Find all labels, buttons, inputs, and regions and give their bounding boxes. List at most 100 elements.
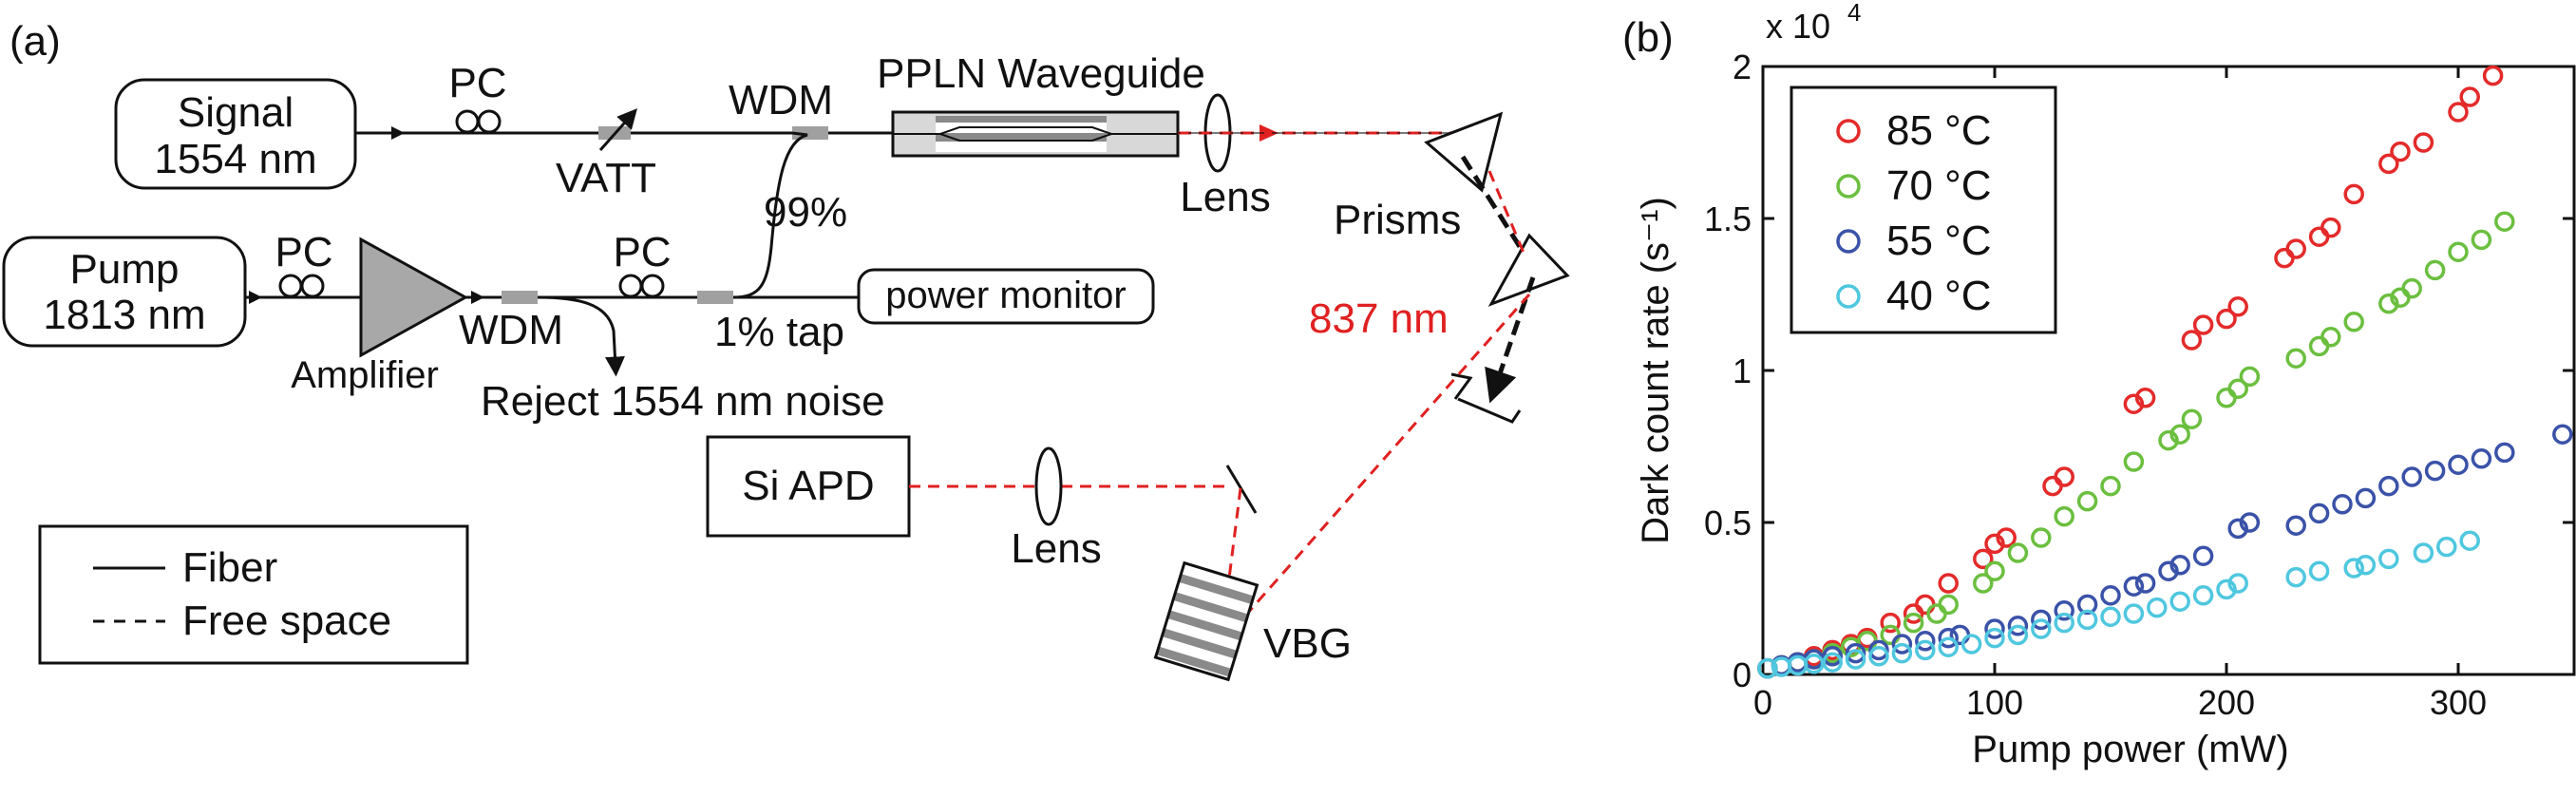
data-point-series-2 [1822, 646, 1843, 667]
legend-label-2: 55 °C [1886, 218, 1992, 264]
data-point-series-0 [2134, 388, 2156, 408]
data-point-series-0 [2123, 393, 2145, 414]
chart-legend-box [1790, 85, 2057, 334]
data-point-series-0 [2181, 330, 2203, 351]
data-point-series-0 [2054, 466, 2074, 487]
data-point-series-2 [2031, 609, 2052, 631]
data-point-series-3 [2285, 566, 2306, 588]
data-point-series-0 [1915, 594, 1936, 616]
data-point-series-0 [1938, 573, 1959, 594]
reject-port-fiber [537, 295, 625, 377]
data-point-series-0 [2285, 238, 2306, 259]
vbg-label: VBG [1263, 620, 1352, 667]
pump-label: Pump [70, 246, 180, 293]
data-point-series-2 [2285, 515, 2306, 536]
y-tick-label: 2 [1733, 47, 1752, 86]
tap-coupler [697, 291, 733, 304]
data-point-series-2 [2123, 576, 2145, 597]
data-point-series-0 [2343, 183, 2364, 205]
data-point-series-2 [1915, 631, 1936, 652]
x-tick-label: 0 [1753, 683, 1772, 722]
pump-to-dump-beam [1485, 276, 1536, 404]
x-tick-label: 200 [2198, 683, 2255, 722]
data-point-series-3 [2459, 530, 2480, 551]
data-point-series-1 [1880, 624, 1901, 646]
data-point-series-1 [2424, 259, 2446, 281]
pump-wavelength: 1813 nm [43, 292, 205, 338]
data-point-series-0 [1880, 612, 1901, 634]
data-point-series-1 [2239, 366, 2261, 388]
data-point-series-2 [2192, 545, 2214, 566]
data-point-series-3 [1845, 649, 1866, 670]
panel-b-label: (b) [1622, 14, 1674, 61]
data-point-series-1 [2076, 490, 2098, 512]
beam-arrow-icon [1260, 124, 1279, 142]
data-point-series-3 [2436, 536, 2457, 558]
pump-arrow-2-icon [471, 291, 484, 304]
power-monitor-box [857, 268, 1155, 325]
y-axis-label: Dark count rate (s⁻¹) [1635, 197, 1676, 544]
si-apd-box [706, 435, 911, 538]
data-point-series-0 [2042, 475, 2063, 497]
x-tick-label: 300 [2430, 683, 2487, 722]
data-point-series-2 [2355, 487, 2377, 509]
legend-label-3: 40 °C [1886, 273, 1992, 319]
lens-label-top: Lens [1180, 174, 1270, 220]
data-point-series-1 [2448, 241, 2469, 262]
data-point-series-1 [2401, 277, 2422, 299]
data-point-series-2 [2424, 460, 2446, 482]
pump-arrow-icon [249, 291, 262, 304]
prism-2 [1487, 233, 1570, 307]
data-point-series-1 [2100, 475, 2121, 497]
data-point-series-1 [1984, 560, 2005, 581]
data-point-series-3 [2169, 591, 2190, 612]
wavelength-837-label: 837 nm [1309, 295, 1449, 342]
wdm-combiner-label: WDM [729, 77, 833, 123]
panel-a: (a) Signal 1554 nm Pump 1813 nm PC VATT … [2, 18, 1570, 682]
legend-box [38, 524, 469, 665]
data-point-series-1 [2181, 408, 2203, 429]
data-point-series-0 [2378, 153, 2399, 175]
signal-pc-label: PC [448, 60, 506, 106]
panel-a-label: (a) [9, 18, 61, 65]
legend-label-1: 70 °C [1886, 162, 1992, 209]
wdm-filter [502, 291, 538, 304]
data-point-series-3 [2378, 548, 2399, 570]
vatt-arrow-icon [598, 108, 637, 151]
data-point-series-0 [1984, 533, 2005, 555]
data-point-series-1 [2216, 388, 2237, 408]
data-point-series-3 [2227, 573, 2248, 594]
data-point-series-1 [2227, 378, 2248, 399]
data-point-series-2 [2169, 555, 2190, 576]
data-point-series-2 [1845, 642, 1866, 664]
data-point-series-3 [2123, 603, 2145, 624]
y-exponent-label: x 10 [1766, 7, 1830, 46]
data-point-series-2 [2100, 585, 2121, 606]
data-point-series-3 [1915, 639, 1936, 661]
data-point-series-2 [2471, 448, 2492, 469]
signal-pc-icon [455, 109, 502, 134]
data-point-series-0 [2308, 226, 2330, 247]
data-point-series-0 [2413, 132, 2434, 153]
signal-wavelength: 1554 nm [154, 136, 316, 182]
data-point-series-1 [2494, 211, 2515, 232]
data-point-series-1 [2320, 327, 2341, 348]
data-point-series-2 [2158, 560, 2179, 581]
data-point-series-2 [2007, 616, 2029, 636]
data-point-series-1 [1973, 573, 1994, 594]
data-point-series-1 [2169, 424, 2190, 445]
amplifier-icon [359, 237, 469, 358]
data-point-series-3 [1891, 642, 1913, 664]
data-point-series-3 [2031, 618, 2052, 639]
pump-pc-2-icon [618, 274, 665, 298]
data-point-series-0 [1996, 527, 2017, 548]
data-point-series-3 [2007, 624, 2029, 646]
data-point-series-1 [2007, 542, 2029, 563]
data-point-series-1 [2123, 451, 2145, 472]
data-point-series-1 [1903, 612, 1924, 634]
pump-residual-beam [1460, 155, 1526, 255]
y-tick-label: 0.5 [1704, 503, 1752, 542]
vbg-grating [1153, 560, 1260, 682]
data-point-series-1 [2471, 229, 2492, 251]
